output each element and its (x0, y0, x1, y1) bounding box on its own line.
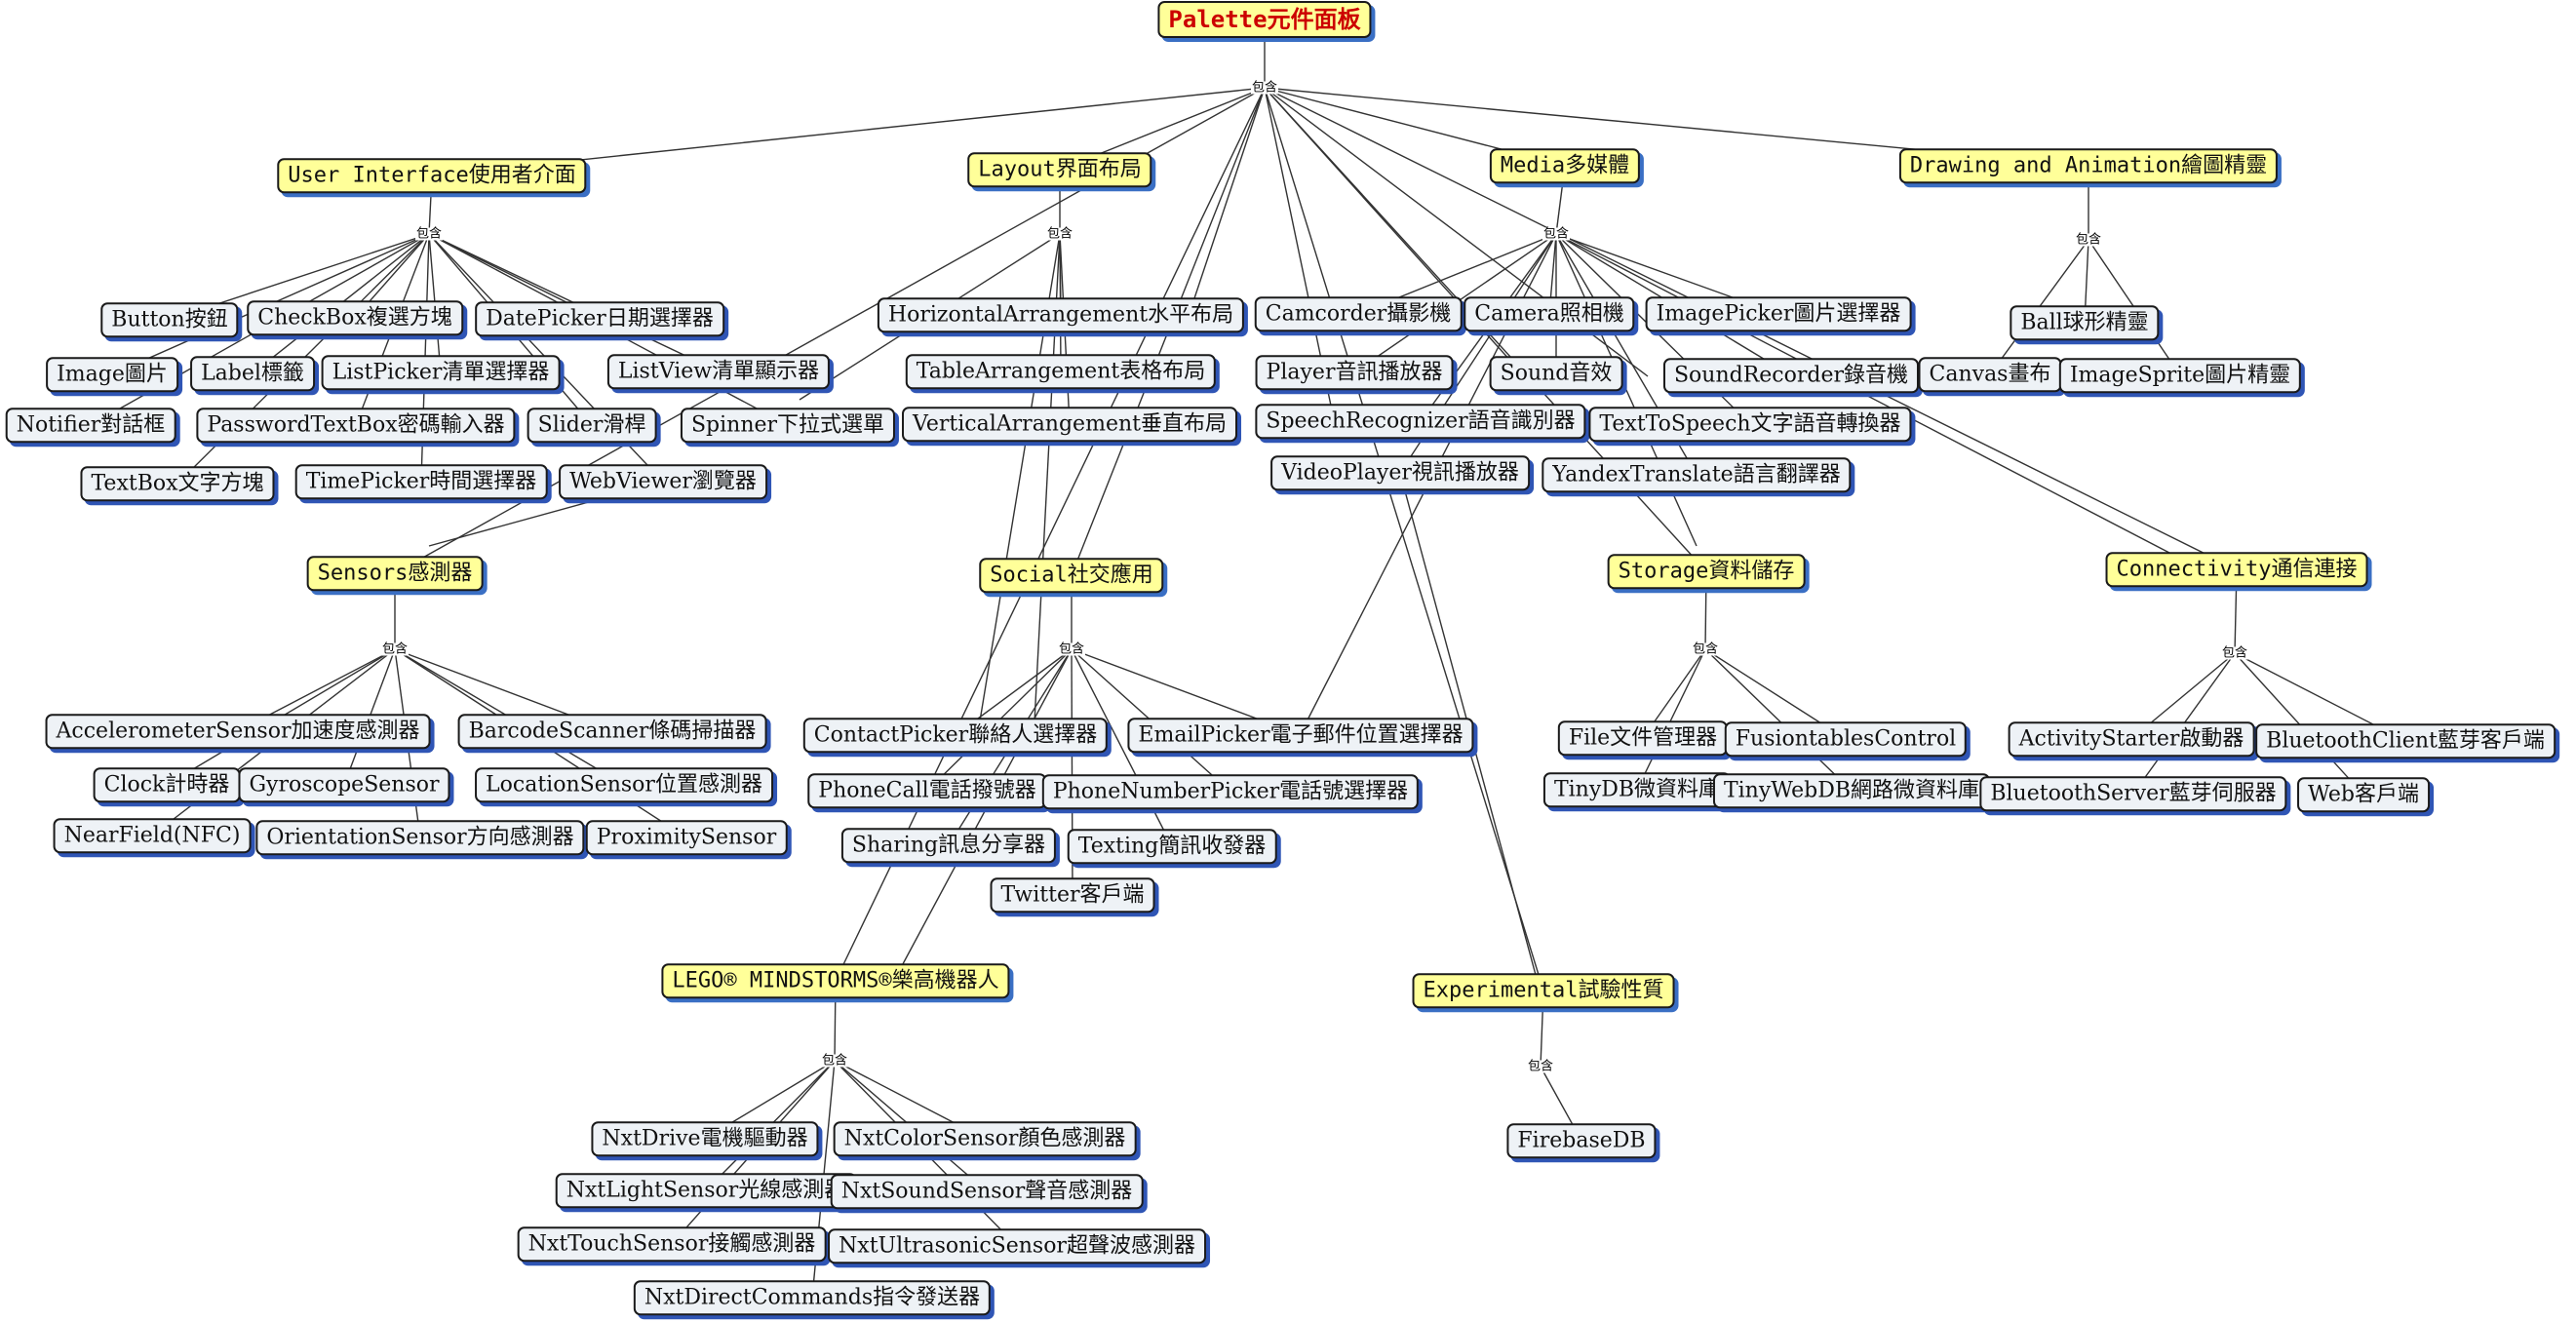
component-barcode-node: BarcodeScanner條碼掃描器 (457, 714, 767, 749)
contains-hub-label: 包含 (1250, 80, 1279, 96)
category-layout-node: Layout界面布局 (967, 152, 1152, 187)
contains-hub-label: 包含 (1526, 1059, 1555, 1074)
component-listview-node: ListView清單顯示器 (606, 354, 831, 389)
contains-hub-label: 包含 (1691, 642, 1720, 657)
component-nearfield-node: NearField(NFC) (53, 818, 252, 853)
component-location-node: LocationSensor位置感測器 (475, 767, 773, 802)
component-twitter-node: Twitter客戶端 (990, 877, 1155, 913)
component-textbox-node: TextBox文字方塊 (80, 466, 275, 501)
component-gyroscope-node: GyroscopeSensor (238, 767, 450, 802)
component-camera-node: Camera照相機 (1464, 296, 1635, 331)
component-phonenumberpicker-node: PhoneNumberPicker電話號選擇器 (1041, 774, 1420, 809)
component-tinywebdb-node: TinyWebDB網路微資料庫 (1712, 773, 1991, 808)
component-spinner-node: Spinner下拉式選單 (680, 408, 896, 443)
component-texttospeech-node: TextToSpeech文字語音轉換器 (1588, 407, 1912, 442)
edge-cross-link-3 (1264, 87, 1649, 377)
edge-cross-link-8 (1555, 233, 2195, 566)
component-horizontal-node: HorizontalArrangement水平布局 (877, 297, 1245, 332)
category-lego-node: LEGO® MINDSTORMS®樂高機器人 (661, 963, 1010, 998)
component-imagepicker-node: ImagePicker圖片選擇器 (1645, 296, 1912, 331)
root-node: Palette元件面板 (1157, 1, 1372, 38)
component-label-node: Label標籤 (190, 356, 315, 391)
component-camcorder-node: Camcorder攝影機 (1254, 296, 1463, 331)
component-videoplayer-node: VideoPlayer視訊播放器 (1270, 455, 1530, 490)
contains-hub-label: 包含 (1045, 226, 1074, 242)
edge-cross-link-11 (896, 648, 1073, 976)
component-nxttouch-node: NxtTouchSensor接觸感測器 (517, 1226, 827, 1262)
component-datepicker-node: DatePicker日期選擇器 (475, 301, 724, 336)
component-yandex-node: YandexTranslate語言翻譯器 (1542, 457, 1852, 492)
edge-storage-tinywebdb (1704, 648, 1853, 792)
component-nxtdrive-node: NxtDrive電機驅動器 (591, 1121, 819, 1156)
category-ui-node: User Interface使用者介面 (277, 158, 587, 193)
category-experimental-node: Experimental試驗性質 (1412, 973, 1675, 1008)
category-sensors-node: Sensors感測器 (306, 556, 484, 591)
component-activitystarter-node: ActivityStarter啟動器 (2008, 721, 2255, 757)
edge-cross-link-1 (1186, 87, 1266, 323)
edge-cross-link-9 (1555, 233, 1698, 547)
component-listpicker-node: ListPicker清單選擇器 (321, 355, 561, 390)
category-storage-node: Storage資料儲存 (1607, 554, 1806, 589)
category-social-node: Social社交應用 (979, 558, 1164, 593)
component-canvas-node: Canvas畫布 (1918, 357, 2062, 392)
component-orientation-node: OrientationSensor方向感測器 (255, 820, 585, 855)
contains-hub-label: 包含 (414, 226, 444, 242)
component-emailpicker-node: EmailPicker電子郵件位置選擇器 (1127, 718, 1474, 753)
component-vertical-node: VerticalArrangement垂直布局 (902, 407, 1237, 442)
category-connectivity-node: Connectivity通信連接 (2105, 552, 2368, 587)
component-player-node: Player音訊播放器 (1255, 355, 1454, 390)
component-bluetoothserver-node: BluetoothServer藍芽伺服器 (1979, 776, 2287, 811)
contains-hub-label: 包含 (380, 642, 410, 657)
component-sound-node: Sound音效 (1489, 356, 1623, 391)
component-clock-node: Clock計時器 (93, 767, 241, 802)
component-imagesprite-node: ImageSprite圖片精靈 (2058, 358, 2302, 393)
contains-hub-label: 包含 (2074, 232, 2103, 248)
component-tinydb-node: TinyDB微資料庫 (1542, 772, 1732, 807)
component-nxtsound-node: NxtSoundSensor聲音感測器 (830, 1174, 1144, 1209)
component-texting-node: Texting簡訊收發器 (1067, 829, 1277, 864)
component-proximity-node: ProximitySensor (585, 820, 788, 855)
component-button-node: Button按鈕 (100, 302, 239, 337)
edge-root-experimental (1264, 87, 1544, 992)
component-nxtultrasonic-node: NxtUltrasonicSensor超聲波感測器 (828, 1228, 1206, 1264)
component-table-node: TableArrangement表格布局 (905, 354, 1217, 389)
component-nxtdirect-node: NxtDirectCommands指令發送器 (633, 1280, 992, 1315)
category-media-node: Media多媒體 (1489, 148, 1641, 183)
component-soundrecorder-node: SoundRecorder錄音機 (1662, 358, 1920, 393)
component-timepicker-node: TimePicker時間選擇器 (294, 464, 548, 499)
category-drawing-node: Drawing and Animation繪圖精靈 (1898, 148, 2279, 183)
component-web-node: Web客戶端 (2297, 777, 2430, 812)
component-fusiontables-node: FusiontablesControl (1724, 721, 1968, 757)
component-bluetoothclient-node: BluetoothClient藍芽客戶端 (2255, 723, 2556, 758)
component-notifier-node: Notifier對話框 (5, 408, 176, 443)
component-firebasedb-node: FirebaseDB (1506, 1123, 1657, 1158)
component-slider-node: Slider滑桿 (527, 408, 657, 443)
edge-social-texting (1071, 648, 1173, 847)
component-webviewer-node: WebViewer瀏覽器 (559, 464, 767, 499)
component-image-node: Image圖片 (46, 357, 178, 392)
component-file-node: File文件管理器 (1557, 720, 1729, 756)
component-phonecall-node: PhoneCall電話撥號器 (807, 773, 1047, 808)
component-passwordtextbox-node: PasswordTextBox密碼輸入器 (196, 408, 516, 443)
contains-hub-label: 包含 (1057, 642, 1086, 657)
component-ball-node: Ball球形精靈 (2010, 305, 2160, 340)
component-speechrecognizer-node: SpeechRecognizer語音識別器 (1255, 404, 1586, 439)
component-contactpicker-node: ContactPicker聯絡人選擇器 (802, 718, 1109, 753)
component-checkbox-node: CheckBox複選方塊 (247, 300, 463, 335)
edge-storage-tinydb (1636, 648, 1706, 791)
component-accelerometer-node: AccelerometerSensor加速度感測器 (45, 714, 431, 749)
contains-hub-label: 包含 (820, 1053, 849, 1069)
contains-hub-label: 包含 (1542, 226, 1571, 242)
component-nxtcolor-node: NxtColorSensor顏色感測器 (833, 1121, 1137, 1156)
component-sharing-node: Sharing訊息分享器 (840, 828, 1057, 863)
contains-hub-label: 包含 (2220, 645, 2249, 661)
component-nxtlight-node: NxtLightSensor光線感測器 (555, 1173, 857, 1208)
